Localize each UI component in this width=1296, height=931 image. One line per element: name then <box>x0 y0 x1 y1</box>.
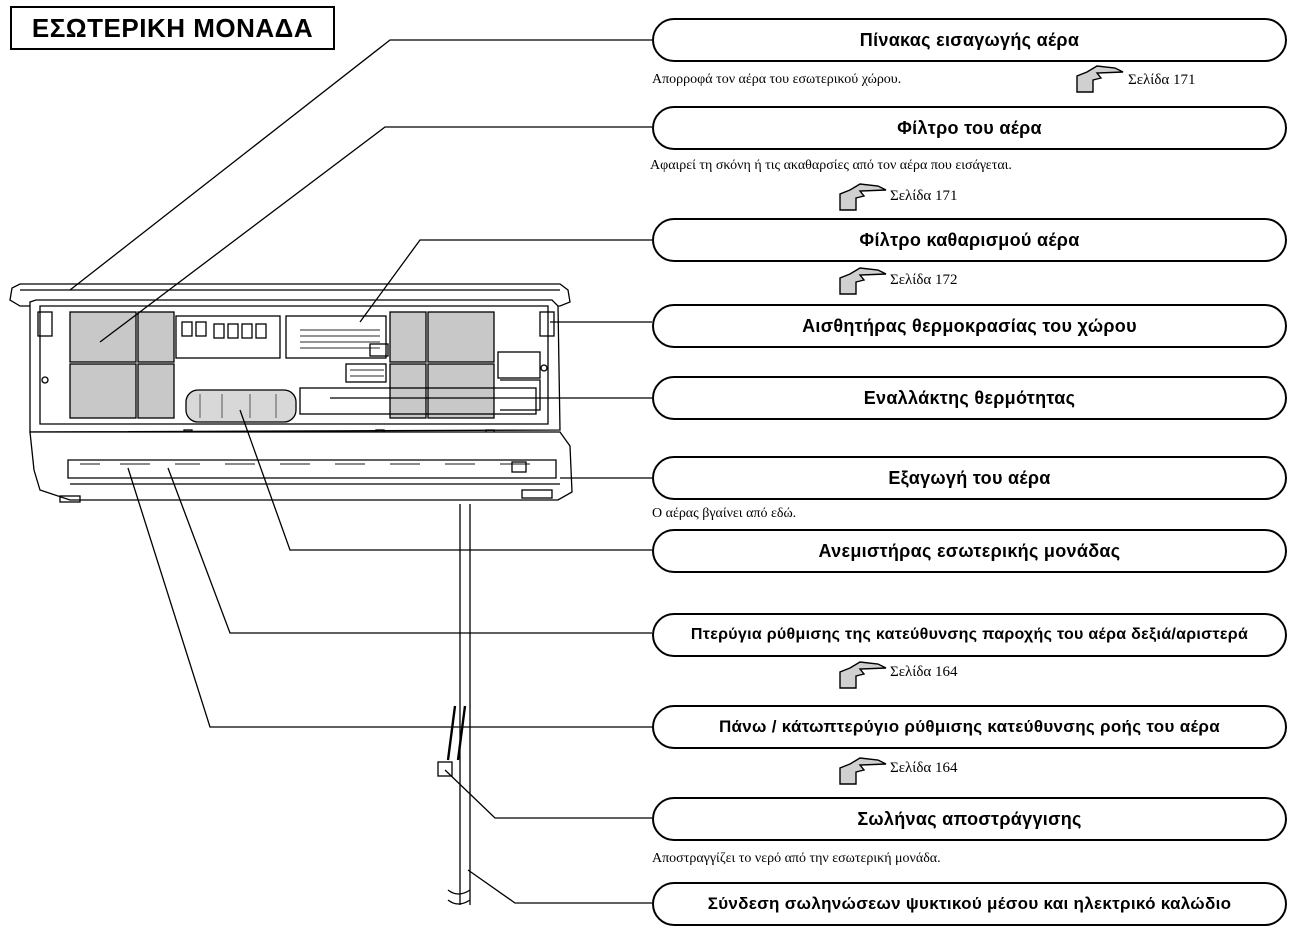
page-ref-up-down-flap: Σελίδα 164 <box>890 760 958 776</box>
page-title: ΕΣΩΤΕΡΙΚΗ ΜΟΝΑΔΑ <box>10 6 335 50</box>
indoor-unit-illustration <box>9 283 573 905</box>
pointing-hand-icon <box>839 661 887 689</box>
page-ref-air-purifying-filter: Σελίδα 172 <box>890 272 958 288</box>
description-air-filter: Αφαιρεί τη σκόνη ή τις ακαθαρσίες από το… <box>650 158 1012 173</box>
page-ref-air-intake-panel: Σελίδα 171 <box>1128 72 1196 88</box>
pointing-hand-icon <box>839 183 887 211</box>
pointing-hand-icon <box>1076 65 1124 93</box>
label-air-filter: Φίλτρο του αέρα <box>652 106 1287 150</box>
pointing-hand-icon <box>839 267 887 295</box>
label-refrigerant-piping-and-cable: Σύνδεση σωληνώσεων ψυκτικού μέσου και ηλ… <box>652 882 1287 926</box>
label-air-purifying-filter: Φίλτρο καθαρισμού αέρα <box>652 218 1287 262</box>
label-heat-exchanger: Εναλλάκτης θερμότητας <box>652 376 1287 420</box>
label-drain-hose: Σωλήνας αποστράγγισης <box>652 797 1287 841</box>
label-up-down-flap: Πάνω / κάτωπτερύγιο ρύθμισης κατεύθυνσης… <box>652 705 1287 749</box>
description-air-outlet: Ο αέρας βγαίνει από εδώ. <box>652 506 797 521</box>
page-ref-left-right-louvers: Σελίδα 164 <box>890 664 958 680</box>
description-air-intake-panel: Απορροφά τον αέρα του εσωτερικού χώρου. <box>652 72 902 87</box>
label-left-right-louvers: Πτερύγια ρύθμισης της κατεύθυνσης παροχή… <box>652 613 1287 657</box>
page-ref-air-filter: Σελίδα 171 <box>890 188 958 204</box>
label-air-intake-panel: Πίνακας εισαγωγής αέρα <box>652 18 1287 62</box>
pointing-hand-icon <box>839 757 887 785</box>
leader-lines <box>69 39 652 904</box>
label-indoor-fan: Ανεμιστήρας εσωτερικής μονάδας <box>652 529 1287 573</box>
label-air-outlet: Εξαγωγή του αέρα <box>652 456 1287 500</box>
description-drain-hose: Αποστραγγίζει το νερό από την εσωτερική … <box>652 851 941 866</box>
label-room-temperature-sensor: Αισθητήρας θερμοκρασίας του χώρου <box>652 304 1287 348</box>
